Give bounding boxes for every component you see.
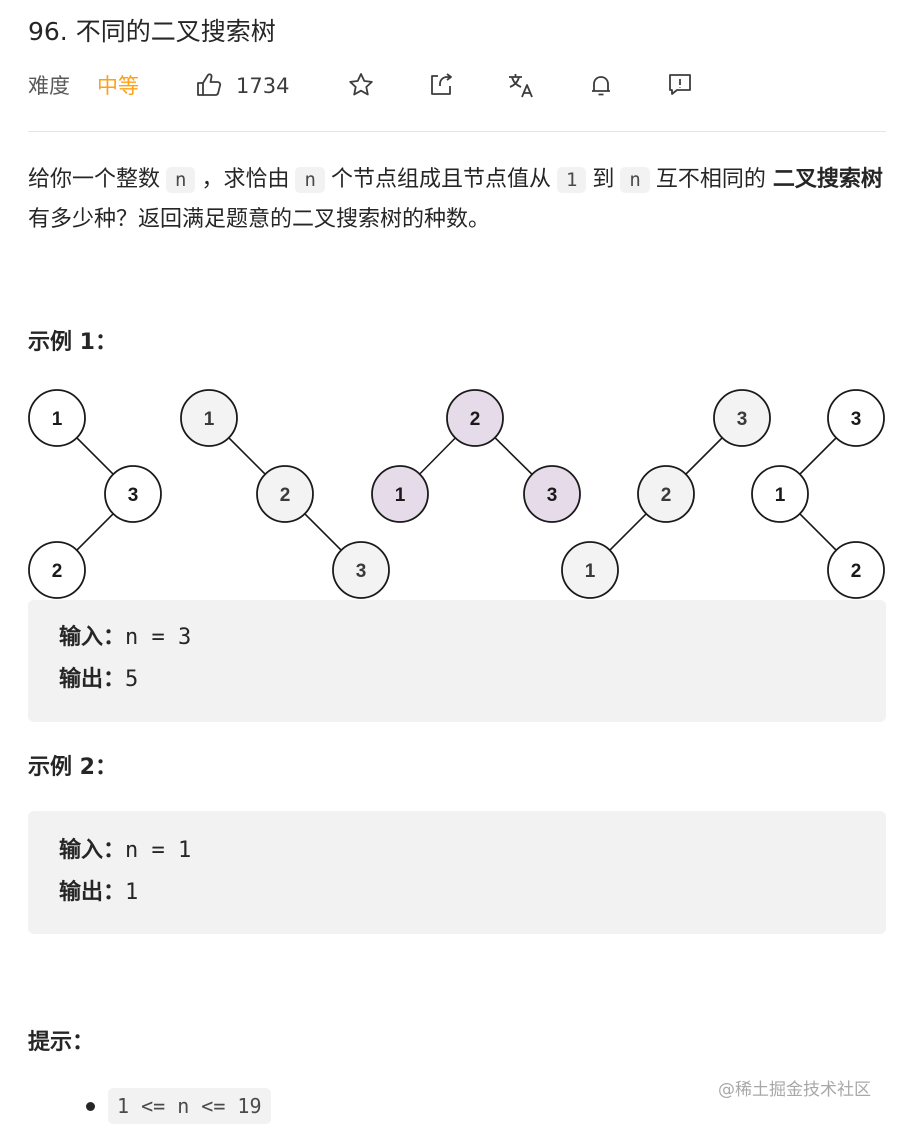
tree-node-label: 3 bbox=[737, 409, 748, 430]
desc-text: 互不相同的 bbox=[655, 167, 766, 192]
tree-node-label: 3 bbox=[356, 561, 367, 582]
desc-text: ，求恰由 bbox=[201, 167, 290, 192]
tree-node bbox=[28, 389, 86, 447]
tree-node bbox=[827, 541, 885, 599]
desc-text: 给你一个整数 bbox=[28, 167, 161, 192]
tree-node-label: 2 bbox=[470, 409, 481, 430]
example-2-input: 输入：n = 1 bbox=[59, 836, 191, 866]
tree-node bbox=[751, 465, 809, 523]
tree-node bbox=[713, 389, 771, 447]
tree-node-label: 1 bbox=[585, 561, 596, 582]
like-count: 1734 bbox=[236, 74, 290, 98]
tree-node bbox=[180, 389, 238, 447]
example-1-box: 输入：n = 3 输出：5 bbox=[28, 600, 886, 722]
output-label: 输出： bbox=[59, 667, 126, 692]
input-value: n = 3 bbox=[125, 625, 192, 650]
tree-node-label: 1 bbox=[395, 485, 406, 506]
tree-node bbox=[637, 465, 695, 523]
inline-code-n: n bbox=[166, 167, 196, 193]
example-2-output: 输出：1 bbox=[59, 878, 138, 908]
hint-code: 1 <= n <= 19 bbox=[108, 1088, 271, 1124]
tree-node bbox=[332, 541, 390, 599]
tree-node-label: 3 bbox=[128, 485, 139, 506]
list-bullet bbox=[86, 1102, 95, 1111]
input-value: n = 1 bbox=[125, 838, 192, 863]
tree-node bbox=[104, 465, 162, 523]
tree-node bbox=[446, 389, 504, 447]
feedback-icon[interactable] bbox=[665, 70, 695, 100]
tree-node-label: 1 bbox=[775, 485, 786, 506]
desc-text: 有多少种？返回满足题意的二叉搜索树的种数。 bbox=[28, 207, 491, 232]
tree-node-label: 2 bbox=[661, 485, 672, 506]
tree-node-label: 1 bbox=[52, 409, 63, 430]
bst-diagram: 1 3 2 1 2 3 2 1 3 3 2 1 3 1 2 bbox=[28, 389, 885, 599]
tree-node-label: 3 bbox=[851, 409, 862, 430]
hint-item: 1 <= n <= 19 bbox=[108, 1087, 271, 1126]
tree-node-label: 2 bbox=[280, 485, 291, 506]
tree-node bbox=[561, 541, 619, 599]
example-1-heading: 示例 1： bbox=[28, 330, 117, 355]
tree-3: 2 1 3 bbox=[371, 389, 581, 523]
tree-4: 3 2 1 bbox=[561, 389, 771, 599]
tree-node bbox=[256, 465, 314, 523]
tree-node bbox=[827, 389, 885, 447]
tree-node-label: 2 bbox=[851, 561, 862, 582]
difficulty-label: 难度 bbox=[28, 74, 70, 98]
output-label: 输出： bbox=[59, 880, 126, 905]
problem-toolbar: 难度 中等 1734 bbox=[0, 64, 910, 108]
output-value: 1 bbox=[125, 880, 139, 905]
tree-node bbox=[28, 541, 86, 599]
share-icon[interactable] bbox=[426, 70, 456, 100]
desc-text: 到 bbox=[592, 167, 615, 192]
tree-2: 1 2 3 bbox=[180, 389, 390, 599]
tree-node-label: 1 bbox=[204, 409, 215, 430]
tree-node bbox=[523, 465, 581, 523]
desc-bold-term: 二叉搜索树 bbox=[772, 167, 883, 192]
input-label: 输入： bbox=[59, 625, 126, 650]
tree-node bbox=[371, 465, 429, 523]
bell-icon[interactable] bbox=[586, 70, 616, 100]
example-1-input: 输入：n = 3 bbox=[59, 623, 191, 653]
output-value: 5 bbox=[125, 667, 139, 692]
inline-code-1: 1 bbox=[556, 167, 587, 193]
inline-code-n: n bbox=[295, 167, 325, 193]
inline-code-n: n bbox=[620, 167, 650, 193]
translate-icon[interactable] bbox=[506, 70, 536, 100]
watermark: @稀土掘金技术社区 bbox=[718, 1080, 871, 1100]
desc-text: 个节点组成且节点值从 bbox=[330, 167, 551, 192]
header-divider bbox=[28, 131, 886, 132]
star-icon[interactable] bbox=[346, 70, 376, 100]
tree-node-label: 2 bbox=[52, 561, 63, 582]
problem-title: 96. 不同的二叉搜索树 bbox=[28, 17, 276, 46]
difficulty-badge: 中等 bbox=[97, 74, 139, 98]
example-2-heading: 示例 2： bbox=[28, 755, 117, 780]
input-label: 输入： bbox=[59, 838, 126, 863]
hints-heading: 提示： bbox=[28, 1030, 95, 1055]
tree-5: 3 1 2 bbox=[751, 389, 885, 599]
example-1-output: 输出：5 bbox=[59, 665, 138, 695]
example-2-box: 输入：n = 1 输出：1 bbox=[28, 811, 886, 934]
tree-1: 1 3 2 bbox=[28, 389, 162, 599]
tree-node-label: 3 bbox=[547, 485, 558, 506]
thumbs-up-icon[interactable] bbox=[194, 70, 224, 100]
